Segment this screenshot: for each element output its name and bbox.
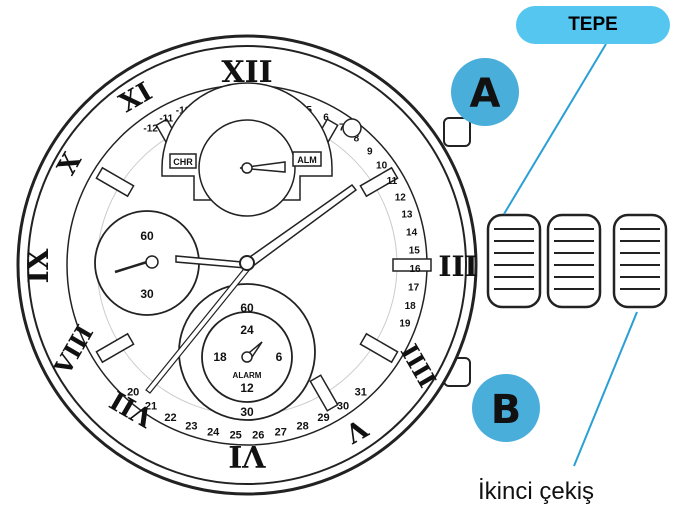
- top-subdial-hand: [239, 161, 286, 173]
- scale-number: 26: [252, 430, 264, 442]
- scale-number: 6: [323, 113, 329, 124]
- scale-number: 28: [296, 421, 308, 433]
- scale-number: 23: [185, 421, 197, 433]
- button-a-label: A: [470, 71, 501, 117]
- scale-number: 21: [145, 400, 157, 412]
- center-pin: [239, 255, 255, 271]
- scale-number: 14: [406, 227, 418, 238]
- bottom-subdial-12: 12: [240, 381, 254, 395]
- left-subdial-hand: [114, 260, 148, 274]
- date-scale-bottom: 20 21 22 23 24 25 26 27 28 29 30 31: [127, 386, 367, 441]
- scale-number: 22: [164, 412, 176, 424]
- main-hands: [145, 118, 362, 394]
- scale-number: 17: [408, 283, 420, 294]
- numeral-ix: IX: [22, 248, 55, 283]
- pusher-a[interactable]: [443, 117, 471, 147]
- scale-number: 24: [207, 427, 220, 439]
- bottom-subdial-6: 6: [276, 350, 283, 364]
- bottom-subdial-24: 24: [240, 323, 254, 337]
- scale-number: 25: [230, 430, 242, 442]
- tepe-badge: [516, 6, 670, 44]
- tepe-pointer-line: [503, 43, 607, 215]
- crown-normal[interactable]: [486, 213, 542, 309]
- scale-number: 19: [399, 319, 411, 330]
- top-subdial: CHR ALM: [161, 82, 333, 217]
- button-a-badge: A: [451, 58, 519, 126]
- left-subdial-bottom: 30: [140, 287, 154, 301]
- scale-number: 20: [127, 386, 139, 398]
- scale-number: 30: [337, 400, 349, 412]
- crown-first-pull[interactable]: [546, 213, 602, 309]
- scale-number: 18: [405, 301, 417, 312]
- scale-number: -12: [143, 123, 158, 134]
- scale-number: 31: [355, 386, 367, 398]
- scale-number: 15: [409, 246, 421, 257]
- scale-number: 10: [376, 161, 388, 172]
- left-subdial-top: 60: [140, 229, 154, 243]
- scale-number: 13: [401, 210, 413, 221]
- scale-number: 8: [354, 134, 360, 145]
- bottom-subdial-30: 30: [240, 405, 254, 419]
- scale-number: 16: [409, 264, 421, 275]
- scale-number: 9: [367, 146, 373, 157]
- subdial-alm-label: ALM: [297, 155, 317, 165]
- bottom-subdial-top: 60: [240, 301, 254, 315]
- bottom-subdial-18: 18: [213, 350, 227, 364]
- scale-number: 12: [395, 192, 407, 203]
- bottom-subdial: 60 24 18 6 ALARM 12 30: [178, 283, 316, 421]
- numeral-vi: VI: [228, 438, 266, 473]
- scale-number: 29: [317, 412, 329, 424]
- button-b-badge: B: [472, 374, 540, 442]
- subdial-chr-label: CHR: [173, 157, 193, 167]
- scale-number: 27: [275, 427, 287, 439]
- crown-second-pull[interactable]: [612, 213, 668, 309]
- second-pull-label: İkinci çekiş: [478, 478, 595, 505]
- button-b-label: B: [491, 387, 522, 433]
- scale-number: -11: [159, 114, 173, 125]
- scale-number: 7: [339, 122, 345, 133]
- left-subdial: 60 30: [94, 210, 200, 316]
- scale-number: 11: [387, 176, 398, 187]
- second-pull-pointer-line: [573, 311, 638, 467]
- tepe-label: TEPE: [568, 14, 618, 35]
- bottom-subdial-alarm: ALARM: [233, 371, 262, 380]
- numeral-iii: III: [438, 250, 477, 283]
- moon-indicator: [342, 118, 362, 138]
